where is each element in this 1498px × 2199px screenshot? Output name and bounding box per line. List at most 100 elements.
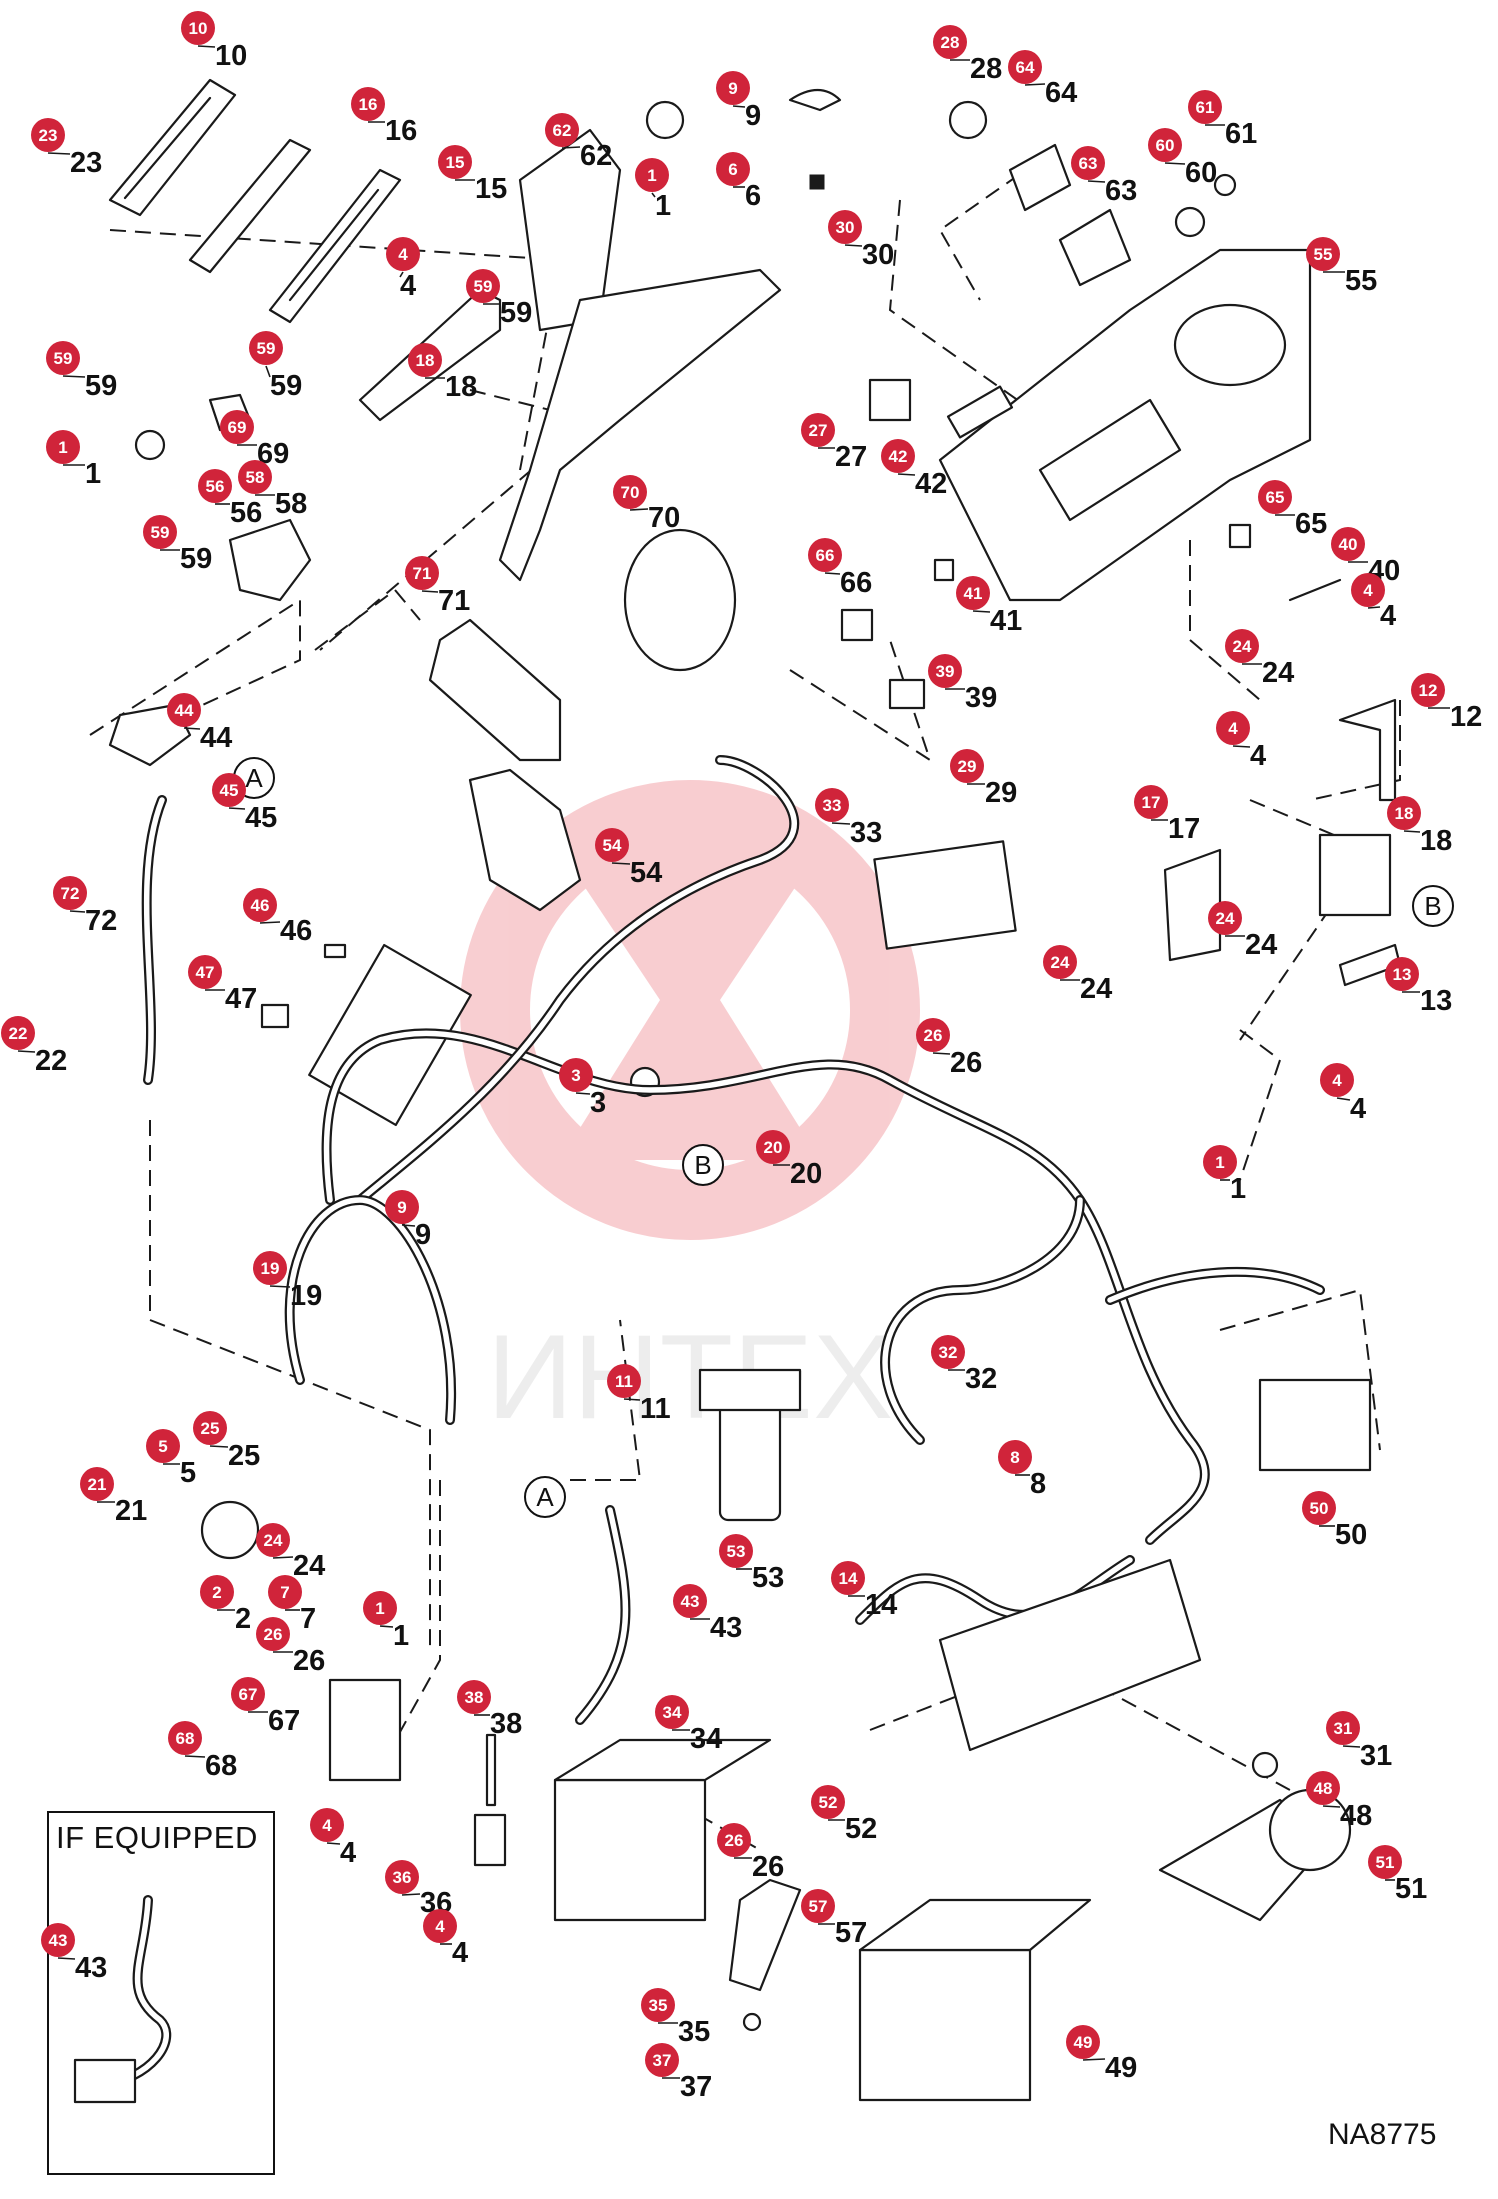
callout-badge-number: 26: [924, 1026, 943, 1045]
callout-1: 11: [635, 158, 671, 222]
part-60-lamp: [1174, 206, 1206, 238]
callout-badge: [188, 955, 222, 989]
callout-badge: [1326, 1711, 1360, 1745]
callout-number: 9: [745, 100, 761, 132]
callout-badge-number: 30: [836, 218, 855, 237]
callout-number: 26: [752, 1851, 784, 1883]
callout-badge: [253, 1251, 287, 1285]
callout-badge: [193, 1411, 227, 1445]
callout-number: 4: [400, 270, 416, 302]
callout-badge-number: 64: [1016, 58, 1035, 77]
callout-number: 72: [85, 905, 117, 937]
callout-badge: [1008, 50, 1042, 84]
if-equipped-inset: [47, 1811, 275, 2175]
part-46-pin: [323, 943, 347, 959]
callout-badge-number: 4: [1228, 719, 1238, 738]
part-16-frame: [188, 138, 312, 274]
watermark: ИНТЕХ: [460, 780, 920, 1444]
callout-number: 42: [915, 468, 947, 500]
callout-number: 33: [850, 817, 882, 849]
part-64-bezel: [1008, 143, 1072, 212]
callout-number: 61: [1225, 118, 1257, 150]
callout-number: 57: [835, 1917, 867, 1949]
callout-badge-number: 36: [393, 1868, 412, 1887]
callout-badge: [811, 1785, 845, 1819]
ref-marker-b-2: B: [682, 1144, 724, 1186]
callout-badge: [559, 1058, 593, 1092]
callout-number: 12: [1450, 701, 1482, 733]
callout-badge-number: 28: [941, 33, 960, 52]
part-63-keypad: [1058, 208, 1132, 287]
callout-number: 10: [215, 40, 247, 72]
callout-badge: [719, 1534, 753, 1568]
callout-leader: [69, 910, 86, 913]
callout-number: 55: [1345, 265, 1377, 297]
callout-number: 9: [415, 1219, 431, 1251]
part-70-ring: [623, 528, 737, 672]
callout-number: 35: [678, 2016, 710, 2048]
callout-badge-number: 62: [553, 121, 572, 140]
callout-4: 44: [386, 237, 420, 302]
callout-leader: [379, 1625, 394, 1628]
callout-number: 49: [1105, 2052, 1137, 2084]
callout-number: 4: [1250, 740, 1266, 772]
callout-badge: [815, 788, 849, 822]
callout-badge-number: 1: [58, 438, 67, 457]
callout-leader: [183, 727, 201, 730]
callout-badge-number: 51: [1376, 1853, 1395, 1872]
callout-number: 71: [438, 585, 470, 617]
callout-badge: [385, 1190, 419, 1224]
callout-leader: [1336, 1097, 1351, 1101]
callout-badge: [655, 1695, 689, 1729]
console-assembly: [840, 100, 1342, 710]
callout-5: 55: [146, 1429, 196, 1489]
callout-badge: [1071, 146, 1105, 180]
part-1-tie: [134, 429, 166, 461]
reference-markers: A B A B: [233, 757, 1454, 1518]
callout-badge: [716, 152, 750, 186]
callout-number: 4: [1380, 600, 1396, 632]
callout-4: 44: [423, 1909, 468, 1969]
callout-leader: [732, 105, 746, 108]
callout-number: 23: [70, 147, 102, 179]
callout-leader: [272, 1556, 294, 1559]
callout-badge: [146, 1429, 180, 1463]
callout-number: 6: [745, 180, 761, 212]
part-47-plug: [260, 1003, 290, 1029]
callout-number: 24: [1262, 657, 1294, 689]
callout-number: 5: [180, 1457, 196, 1489]
callout-leader: [611, 862, 631, 865]
callout-badge: [1203, 1145, 1237, 1179]
part-61-lens: [1213, 173, 1237, 197]
callout-number: 45: [245, 802, 277, 834]
part-18-block: [1318, 833, 1392, 917]
callout-badge-number: 1: [1215, 1153, 1224, 1172]
callout-leader: [1367, 606, 1381, 609]
svg-text:A: A: [245, 763, 263, 793]
callout-badge-number: 45: [220, 781, 239, 800]
callout-badge-number: 1: [375, 1599, 384, 1618]
callout-1: 11: [1203, 1145, 1246, 1205]
callout-leader: [197, 45, 216, 48]
callout-number: 50: [1335, 1519, 1367, 1551]
callout-badge-number: 13: [1393, 965, 1412, 984]
callout-leader: [1403, 830, 1421, 833]
callout-badge-number: 5: [158, 1437, 167, 1456]
callout-badge: [231, 1677, 265, 1711]
callout-leader: [844, 244, 863, 247]
callout-leader: [399, 271, 404, 278]
